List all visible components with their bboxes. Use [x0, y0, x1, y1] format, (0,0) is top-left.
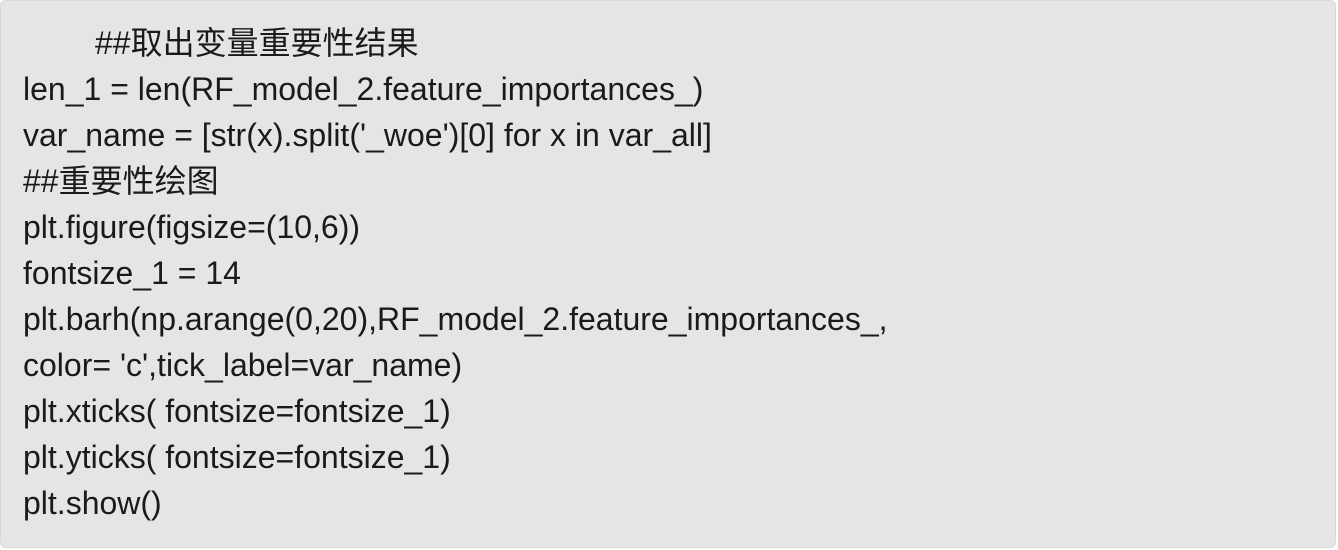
code-line: var_name = [str(x).split('_woe')[0] for …: [23, 117, 712, 153]
code-line: plt.figure(figsize=(10,6)): [23, 209, 361, 245]
code-line: len_1 = len(RF_model_2.feature_importanc…: [23, 71, 704, 107]
code-line: color= 'c',tick_label=var_name): [23, 347, 463, 383]
code-line: plt.xticks( fontsize=fontsize_1): [23, 393, 451, 429]
code-comment-line: ##取出变量重要性结果: [95, 25, 419, 61]
code-line: fontsize_1 = 14: [23, 255, 241, 291]
code-line: plt.show(): [23, 485, 162, 521]
code-comment-line: ##重要性绘图: [23, 163, 219, 199]
code-line: plt.yticks( fontsize=fontsize_1): [23, 439, 451, 475]
code-line: plt.barh(np.arange(0,20),RF_model_2.feat…: [23, 301, 888, 337]
